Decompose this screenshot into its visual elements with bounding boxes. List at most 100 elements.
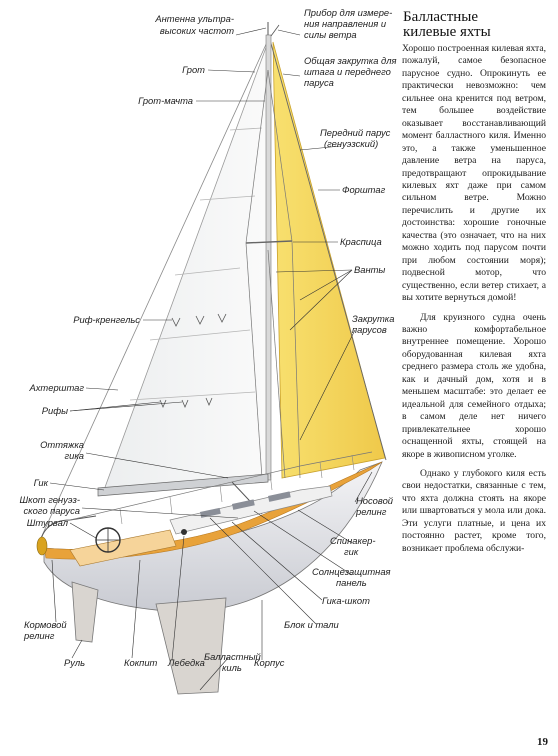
spreader [245, 240, 293, 244]
svg-text:Форштаг: Форштаг [342, 184, 386, 195]
article-column: Балластные килевые яхты Хорошо построенн… [402, 10, 546, 562]
label-boom-sheet: Гика-шкот [322, 595, 370, 606]
label-wind-instrument: силы ветра [304, 29, 357, 40]
article-title: Балластные килевые яхты [403, 10, 546, 40]
label-stern-rail: Кормовой [24, 619, 67, 630]
label-backstay: Ахтерштаг [28, 382, 84, 393]
label-spinnaker-boom: Спинакер- [330, 535, 376, 546]
svg-text:Шкот генуэз-: Шкот генуэз- [20, 494, 80, 505]
label-wheel: Штурвал [27, 517, 69, 528]
label-winch: Лебедка [167, 657, 205, 668]
svg-text:Передний парус: Передний парус [320, 127, 391, 138]
forestay [269, 39, 387, 461]
label-ballast-keel: киль [222, 662, 242, 673]
label-antenna: высоких частот [160, 25, 234, 36]
label-forestay: Форштаг [342, 184, 386, 195]
label-cockpit: Кокпит [124, 657, 158, 668]
label-grot-mast: Грот-мачта [138, 95, 193, 106]
svg-text:Грот-мачта: Грот-мачта [138, 95, 193, 106]
label-wind-instrument: Прибор для измере- [304, 7, 392, 18]
svg-text:паруса: паруса [304, 77, 334, 88]
svg-text:Корпус: Корпус [254, 657, 285, 668]
svg-text:киль: киль [222, 662, 242, 673]
svg-text:панель: панель [336, 577, 367, 588]
cabin [169, 485, 333, 535]
label-boom-vang: Оттяжка [40, 439, 84, 450]
label-shrouds: Ванты [354, 264, 385, 275]
label-bow-rail: Носовой [356, 495, 394, 506]
leader-lines [49, 27, 373, 691]
label-boom-vang: гика [65, 450, 84, 461]
article-title-line: Балластные [403, 9, 479, 25]
svg-text:ния направления и: ния направления и [304, 18, 387, 29]
svg-text:Руль: Руль [64, 657, 85, 668]
svg-text:Блок и тали: Блок и тали [284, 619, 340, 630]
svg-text:Кокпит: Кокпит [124, 657, 158, 668]
keel [155, 597, 227, 695]
svg-text:Риф-кренгельс: Риф-кренгельс [73, 314, 140, 325]
boom [97, 473, 269, 497]
svg-text:высоких частот: высоких частот [160, 25, 234, 36]
label-spinnaker-boom: гик [344, 546, 359, 557]
article-paragraph: Для круизного судна очень важно комфорта… [402, 311, 546, 460]
label-ballast-keel: Балластный [204, 651, 262, 662]
label-furling: паруса [304, 77, 334, 88]
svg-text:Прибор для измере-: Прибор для измере- [304, 7, 392, 18]
label-sail-furling: Закрутка [352, 313, 394, 324]
svg-text:релинг: релинг [355, 506, 387, 517]
label-solar-panel: панель [336, 577, 367, 588]
rudder [71, 581, 99, 643]
mainsail [103, 41, 269, 491]
svg-text:Рифы: Рифы [42, 405, 68, 416]
svg-text:Оттяжка: Оттяжка [40, 439, 84, 450]
label-reef-cringle: Риф-кренгельс [73, 314, 140, 325]
svg-text:Носовой: Носовой [356, 495, 394, 506]
svg-text:Ахтерштаг: Ахтерштаг [28, 382, 84, 393]
label-antenna: Антенна ультра- [154, 13, 234, 24]
svg-text:Кормовой: Кормовой [24, 619, 67, 630]
reef-cringle-marks [159, 313, 227, 409]
label-boom: Гик [34, 477, 49, 488]
svg-text:Ванты: Ванты [354, 264, 385, 275]
svg-text:силы ветра: силы ветра [304, 29, 357, 40]
svg-text:штага и переднего: штага и переднего [304, 66, 391, 77]
svg-text:Балластный: Балластный [204, 651, 262, 662]
svg-text:парусов: парусов [352, 324, 387, 335]
svg-text:ского паруса: ского паруса [23, 505, 80, 516]
label-solar-panel: Солнцезащитная [312, 566, 391, 577]
label-genoa: (генуэзский) [324, 138, 378, 149]
svg-text:Спинакер-: Спинакер- [330, 535, 376, 546]
svg-text:Краспица: Краспица [340, 236, 382, 247]
svg-text:Грот: Грот [182, 64, 205, 75]
svg-text:Солнцезащитная: Солнцезащитная [312, 566, 391, 577]
label-sail-furling: парусов [352, 324, 387, 335]
label-furling: Общая закрутка для [304, 55, 397, 66]
shrouds [245, 69, 301, 479]
page-number: 19 [537, 736, 548, 748]
backstay [39, 39, 269, 541]
article-paragraph: Хорошо построенная килевая яхта, пожалуй… [402, 43, 546, 304]
label-genoa-sheet: Шкот генуэз- [20, 494, 80, 505]
svg-text:Закрутка: Закрутка [352, 313, 394, 324]
label-rudder: Руль [64, 657, 85, 668]
svg-text:Общая закрутка для: Общая закрутка для [304, 55, 397, 66]
label-reefs: Рифы [42, 405, 68, 416]
label-genoa: Передний парус [320, 127, 391, 138]
label-bow-rail: релинг [355, 506, 387, 517]
label-furling: штага и переднего [304, 66, 391, 77]
svg-text:гик: гик [344, 546, 359, 557]
svg-text:Гик: Гик [34, 477, 49, 488]
cockpit-area [69, 529, 177, 567]
label-genoa-sheet: ского паруса [23, 505, 80, 516]
article-paragraph: Однако у глубокого киля есть свои недост… [402, 467, 546, 554]
sailboat-diagram: Антенна ультра- высоких частот Прибор дл… [20, 7, 397, 695]
svg-text:Гика-шкот: Гика-шкот [322, 595, 370, 606]
label-hull: Корпус [254, 657, 285, 668]
label-wind-instrument: ния направления и [304, 18, 387, 29]
svg-text:гика: гика [65, 450, 84, 461]
label-block-tackle: Блок и тали [284, 619, 340, 630]
lifelines [69, 451, 373, 521]
article-title-line: килевые яхты [403, 24, 491, 40]
svg-text:Лебедка: Лебедка [167, 657, 205, 668]
svg-text:Штурвал: Штурвал [27, 517, 69, 528]
